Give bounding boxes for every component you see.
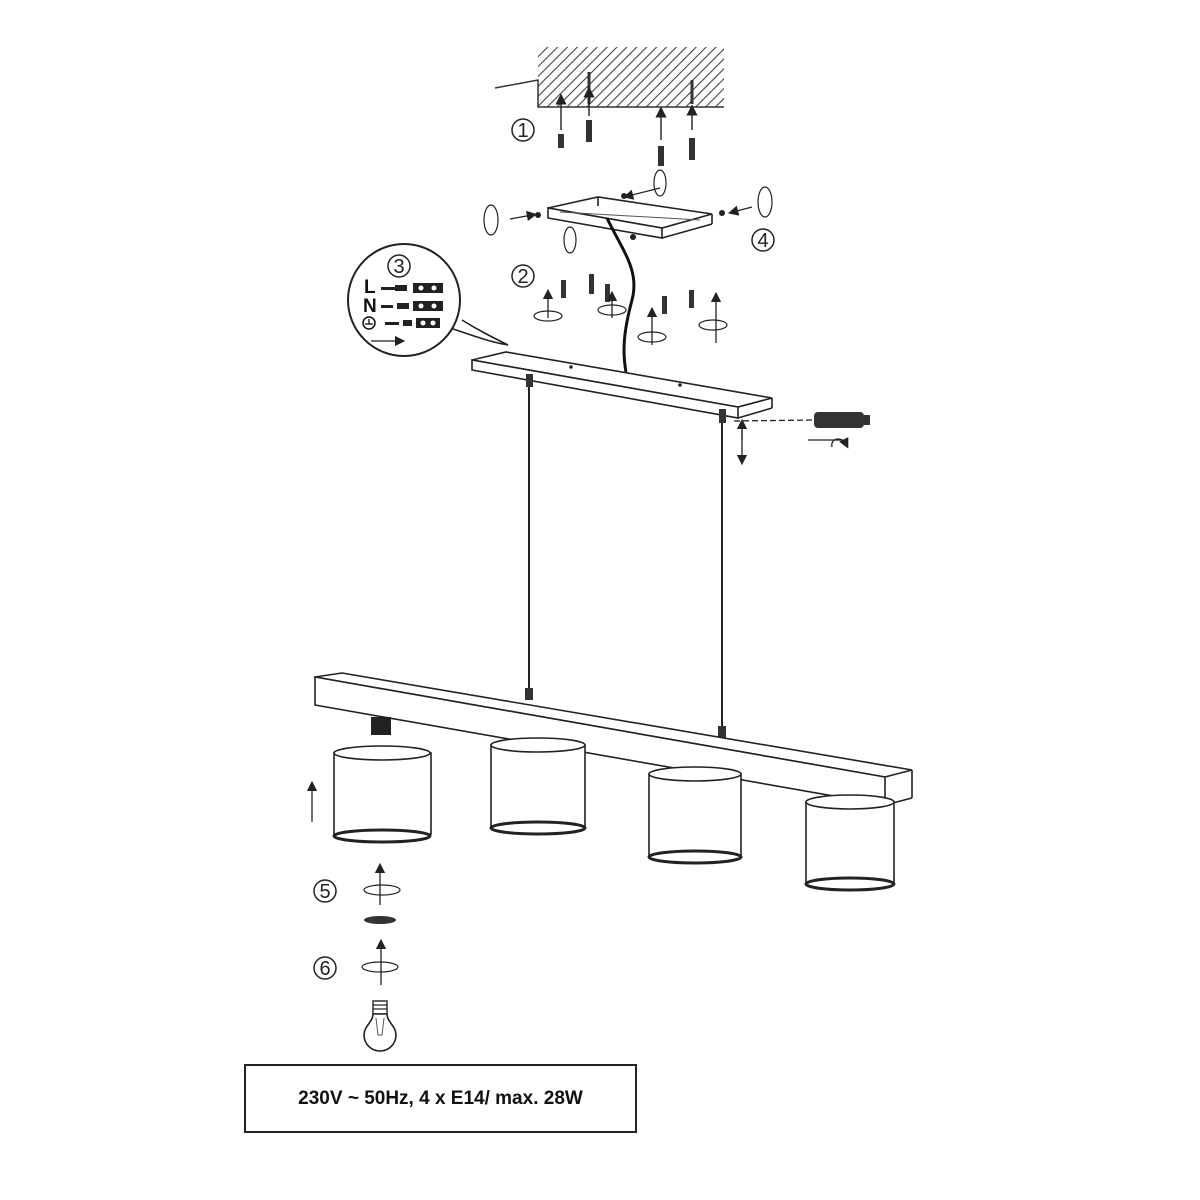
mounting-bracket bbox=[547, 196, 713, 239]
step-2-group: 2 bbox=[511, 264, 728, 345]
shade-ring bbox=[364, 916, 396, 924]
step-4-marker bbox=[751, 228, 775, 252]
step-5-label: 5 bbox=[319, 881, 330, 903]
suspension-cables bbox=[525, 374, 726, 738]
lamp-shade bbox=[332, 745, 432, 844]
wire-neutral-label: N bbox=[363, 296, 377, 317]
lamp-socket bbox=[371, 717, 391, 735]
ceiling bbox=[494, 47, 724, 108]
step-6-group: 6 bbox=[313, 938, 399, 1052]
lamp-shades bbox=[306, 737, 896, 892]
lamp-shade bbox=[489, 737, 587, 836]
screw-icon bbox=[558, 120, 695, 166]
step-5-group: 5 bbox=[313, 862, 401, 924]
step-2-marker bbox=[511, 264, 535, 288]
step-4-group: 4 bbox=[483, 169, 775, 254]
power-cable bbox=[605, 217, 636, 373]
step-3-marker bbox=[387, 254, 411, 278]
lamp-shade bbox=[804, 794, 896, 892]
step-3-label: 3 bbox=[393, 256, 404, 278]
spec-box: 230V ~ 50Hz, 4 x E14/ max. 28W bbox=[244, 1064, 637, 1133]
wiring-callout: 3 L N bbox=[347, 243, 509, 357]
step-1-group: 1 bbox=[511, 86, 698, 166]
step-1-marker bbox=[511, 118, 535, 142]
step-5-marker bbox=[313, 879, 337, 903]
step-6-marker bbox=[313, 956, 337, 980]
step-1-label: 1 bbox=[517, 120, 528, 142]
lamp-shade bbox=[647, 766, 743, 865]
screwdriver-icon bbox=[733, 412, 870, 466]
light-bulb-icon bbox=[363, 1000, 397, 1052]
wire-live-label: L bbox=[364, 277, 376, 298]
step-2-label: 2 bbox=[517, 266, 528, 288]
step-6-label: 6 bbox=[319, 958, 330, 980]
step-4-label: 4 bbox=[757, 230, 768, 252]
canopy bbox=[471, 351, 773, 419]
electrical-spec: 230V ~ 50Hz, 4 x E14/ max. 28W bbox=[298, 1087, 583, 1109]
earth-ground-icon bbox=[362, 316, 376, 330]
